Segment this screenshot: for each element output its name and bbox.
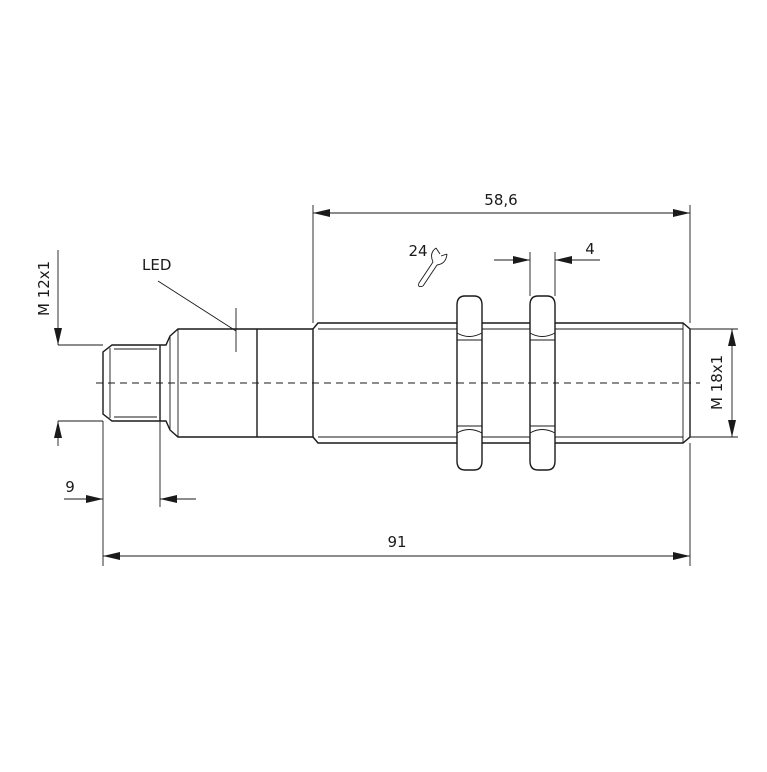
thread-large-label: M 18x1	[708, 355, 726, 410]
open-end-wrench-icon	[418, 247, 448, 288]
dimension-threaded-length-label: 58,6	[484, 191, 517, 209]
led-label: LED	[142, 256, 171, 274]
dimension-nut-thickness-label: 4	[585, 240, 595, 258]
dimension-thread-small: M 12x1	[35, 250, 62, 446]
wrench-size: 24	[408, 242, 448, 288]
dimension-thread-large: M 18x1	[708, 329, 736, 437]
connector-m12	[102, 344, 161, 422]
thread-small-label: M 12x1	[35, 261, 53, 316]
sensor-housing	[160, 308, 313, 438]
dimension-connector-length-label: 9	[65, 478, 75, 496]
extension-lines	[58, 205, 738, 566]
dimension-threaded-length: 58,6	[313, 191, 690, 217]
dimension-total-length-label: 91	[387, 533, 406, 551]
dimension-nut-thickness: 4	[494, 240, 600, 264]
dimension-total-length: 91	[103, 533, 690, 560]
dimension-connector-length: 9	[64, 478, 196, 503]
led-leader-line	[157, 280, 237, 332]
threaded-barrel-m18	[312, 322, 691, 444]
wrench-size-label: 24	[408, 242, 427, 260]
led-callout: LED	[142, 256, 237, 332]
